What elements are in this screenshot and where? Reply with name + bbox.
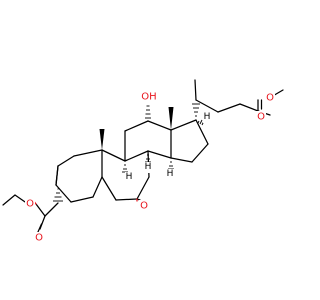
methyl-ester-single-oxygen-label: O (266, 93, 274, 104)
c8-hydrogen-label: H (145, 162, 152, 172)
methyl-ester-carbonyl-oxygen-label: O (257, 112, 265, 123)
c17-hydrogen-label: H (204, 112, 211, 122)
hydroxy-hash-bond (145, 105, 151, 119)
ester-single-oxygen-label: O (26, 199, 34, 210)
atom-labels: O O OH O O O H H H H (25, 91, 275, 244)
ketone-group (136, 198, 141, 202)
molecule-structure: O O OH O O O H H H H (2, 79, 284, 244)
ketone-oxygen-label: O (140, 201, 148, 212)
ester-carbonyl-oxygen-label: O (35, 233, 43, 244)
c14-hydrogen-label: H (167, 169, 174, 179)
ring-c (124, 120, 172, 162)
hydroxyl-label: OH (141, 92, 156, 103)
ring-d (170, 119, 209, 163)
ethyl-ester-group (2, 188, 63, 234)
c10-methyl-wedge (99, 129, 105, 150)
c13-methyl-wedge (168, 107, 174, 130)
ring-a (55, 149, 103, 203)
c9-hydrogen-label: H (126, 172, 133, 182)
ester-hash-bond (53, 188, 63, 202)
structure-canvas: O O OH O O O H H H H (2, 79, 284, 244)
